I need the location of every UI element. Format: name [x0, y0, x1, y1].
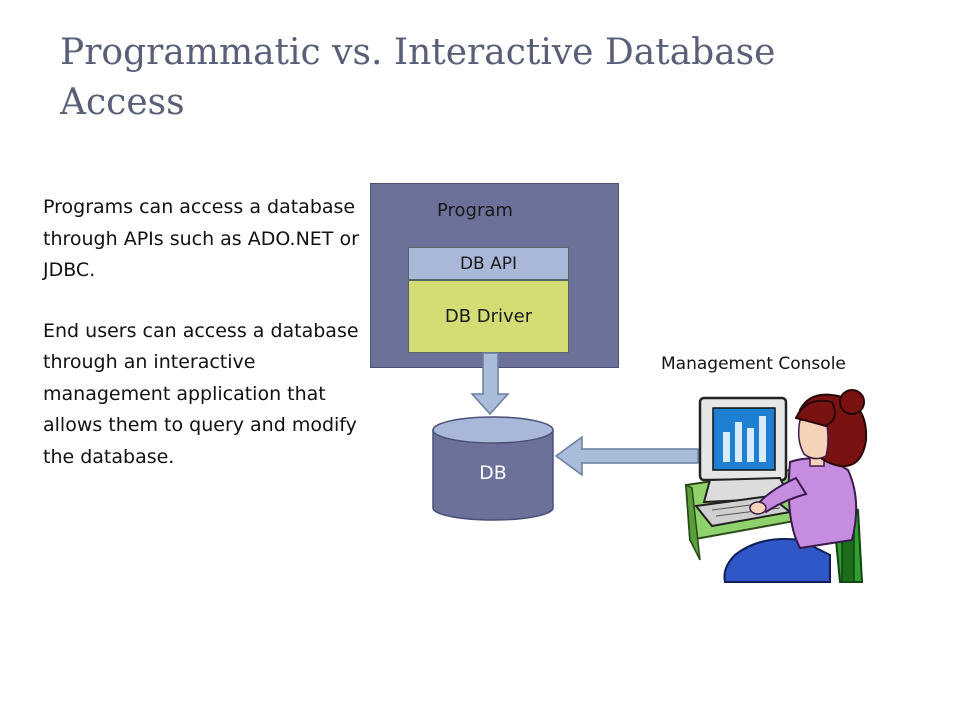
management-console-label: Management Console — [661, 354, 846, 374]
slide-title: Programmatic vs. Interactive Database Ac… — [60, 32, 776, 123]
body-text: Programs can access a database through A… — [43, 192, 373, 502]
paragraph-programs: Programs can access a database through A… — [43, 196, 359, 281]
db-label: DB — [479, 462, 507, 484]
db-driver-box: DB Driver — [408, 280, 569, 353]
db-api-box: DB API — [408, 247, 569, 280]
program-label: Program — [437, 200, 513, 221]
user-at-computer-icon — [684, 389, 868, 583]
left-arrow-icon — [554, 435, 699, 477]
paragraph-end-users: End users can access a database through … — [43, 319, 359, 468]
down-arrow-icon — [470, 352, 510, 416]
database-cylinder-icon — [432, 416, 554, 521]
